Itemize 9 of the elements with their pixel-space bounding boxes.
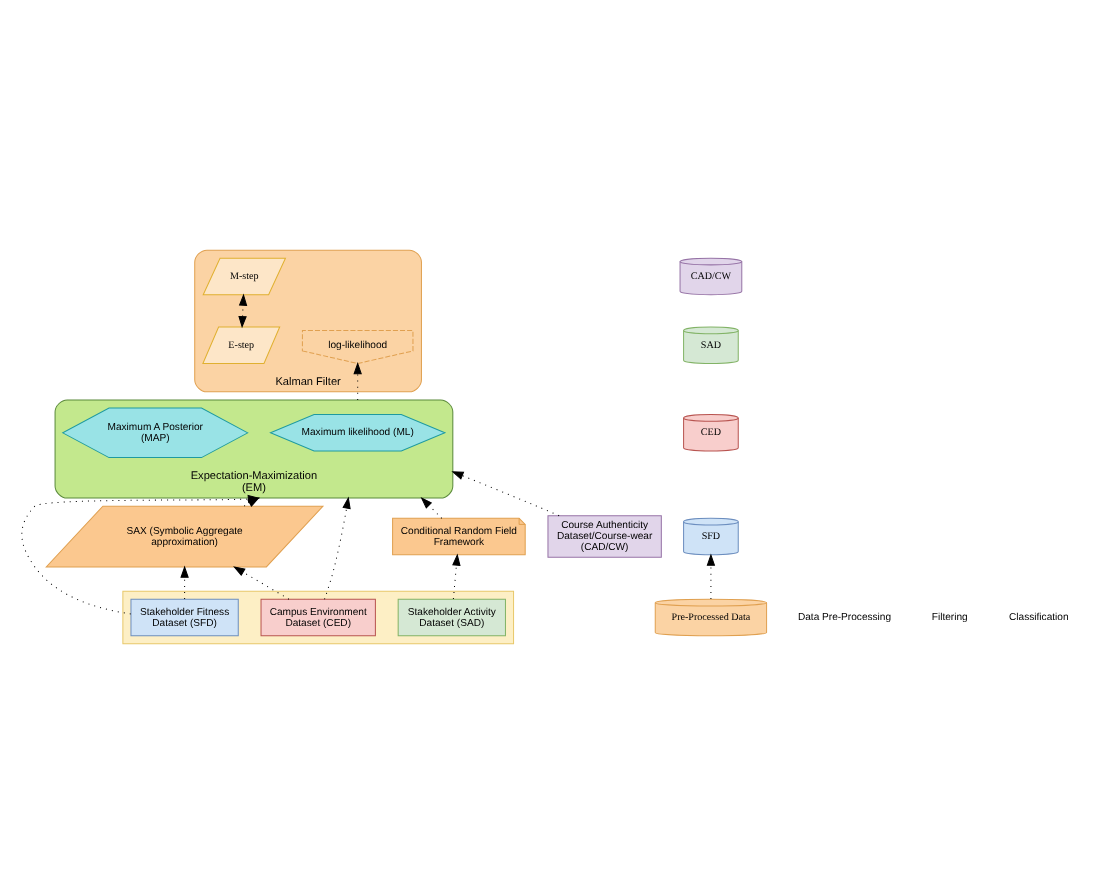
arrow: [452, 552, 461, 599]
arrow: [324, 495, 351, 599]
cluster: [122, 589, 515, 644]
arrow: [180, 564, 189, 599]
arrow: [706, 552, 716, 599]
arrow: [233, 565, 290, 599]
arrow: [353, 361, 362, 400]
arrow: [451, 470, 560, 516]
arrow: [420, 496, 443, 518]
